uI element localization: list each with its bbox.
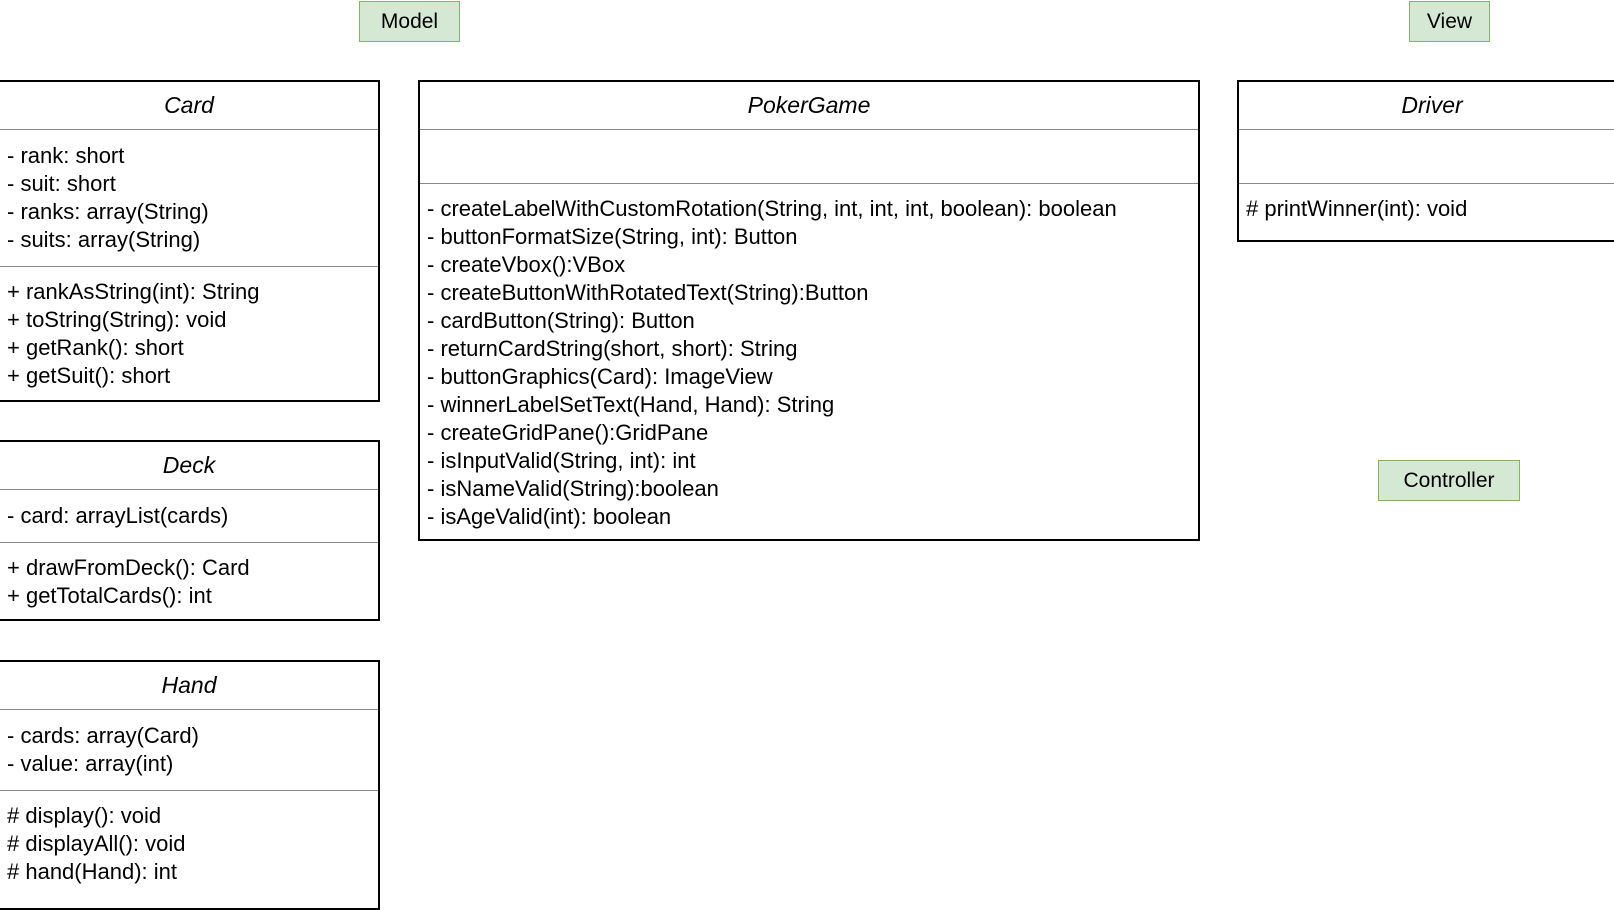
operation: - createButtonWithRotatedText(String):Bu… xyxy=(427,280,869,305)
class-card[interactable]: Card - rank: short - suit: short - ranks… xyxy=(0,80,380,402)
operation: + getRank(): short xyxy=(7,335,184,360)
operation: - isInputValid(String, int): int xyxy=(427,448,696,473)
operation: - createVbox():VBox xyxy=(427,252,626,277)
attribute: - rank: short xyxy=(7,143,125,168)
class-deck[interactable]: Deck - card: arrayList(cards) + drawFrom… xyxy=(0,440,380,621)
operation: - buttonGraphics(Card): ImageView xyxy=(427,364,773,389)
operation-list: # display(): void # displayAll(): void #… xyxy=(0,791,378,886)
operation: # display(): void xyxy=(7,803,162,828)
operation: - isNameValid(String):boolean xyxy=(427,476,719,501)
class-pokergame[interactable]: PokerGame - createLabelWithCustomRotatio… xyxy=(418,80,1200,541)
operation: + getTotalCards(): int xyxy=(7,583,212,608)
operation-list: + drawFromDeck(): Card + getTotalCards()… xyxy=(0,543,378,610)
attribute-list xyxy=(1239,130,1614,184)
attribute: - cards: array(Card) xyxy=(7,723,199,748)
operation-list: + rankAsString(int): String + toString(S… xyxy=(0,267,378,390)
package-label-view[interactable]: View xyxy=(1409,1,1490,42)
class-name: PokerGame xyxy=(420,82,1198,130)
class-name: Deck xyxy=(0,442,378,490)
operation: - cardButton(String): Button xyxy=(427,308,695,333)
attribute: - suit: short xyxy=(7,171,116,196)
operation: + rankAsString(int): String xyxy=(7,279,260,304)
operation: - buttonFormatSize(String, int): Button xyxy=(427,224,798,249)
operation-list: - createLabelWithCustomRotation(String, … xyxy=(420,184,1198,531)
operation: + getSuit(): short xyxy=(7,363,171,388)
class-name: Hand xyxy=(0,662,378,710)
operation: - winnerLabelSetText(Hand, Hand): String xyxy=(427,392,835,417)
attribute: - suits: array(String) xyxy=(7,227,201,252)
attribute: - card: arrayList(cards) xyxy=(7,503,229,528)
attribute-list: - card: arrayList(cards) xyxy=(0,490,378,543)
attribute-list: - cards: array(Card) - value: array(int) xyxy=(0,710,378,791)
operation: + toString(String): void xyxy=(7,307,227,332)
operation: - returnCardString(short, short): String xyxy=(427,336,798,361)
class-name: Driver xyxy=(1239,82,1614,130)
class-driver[interactable]: Driver # printWinner(int): void xyxy=(1237,80,1614,242)
package-label-controller[interactable]: Controller xyxy=(1378,460,1520,501)
class-hand[interactable]: Hand - cards: array(Card) - value: array… xyxy=(0,660,380,910)
operation: - createLabelWithCustomRotation(String, … xyxy=(427,196,1117,221)
operation: - createGridPane():GridPane xyxy=(427,420,709,445)
attribute: - ranks: array(String) xyxy=(7,199,209,224)
attribute-list xyxy=(420,130,1198,184)
attribute-list: - rank: short - suit: short - ranks: arr… xyxy=(0,130,378,267)
operation: # hand(Hand): int xyxy=(7,859,177,884)
operation: - isAgeValid(int): boolean xyxy=(427,504,672,529)
operation: # displayAll(): void xyxy=(7,831,186,856)
class-name: Card xyxy=(0,82,378,130)
package-label-model[interactable]: Model xyxy=(359,1,460,42)
operation: + drawFromDeck(): Card xyxy=(7,555,250,580)
attribute: - value: array(int) xyxy=(7,751,174,776)
operation: # printWinner(int): void xyxy=(1246,196,1468,221)
operation-list: # printWinner(int): void xyxy=(1239,184,1614,223)
